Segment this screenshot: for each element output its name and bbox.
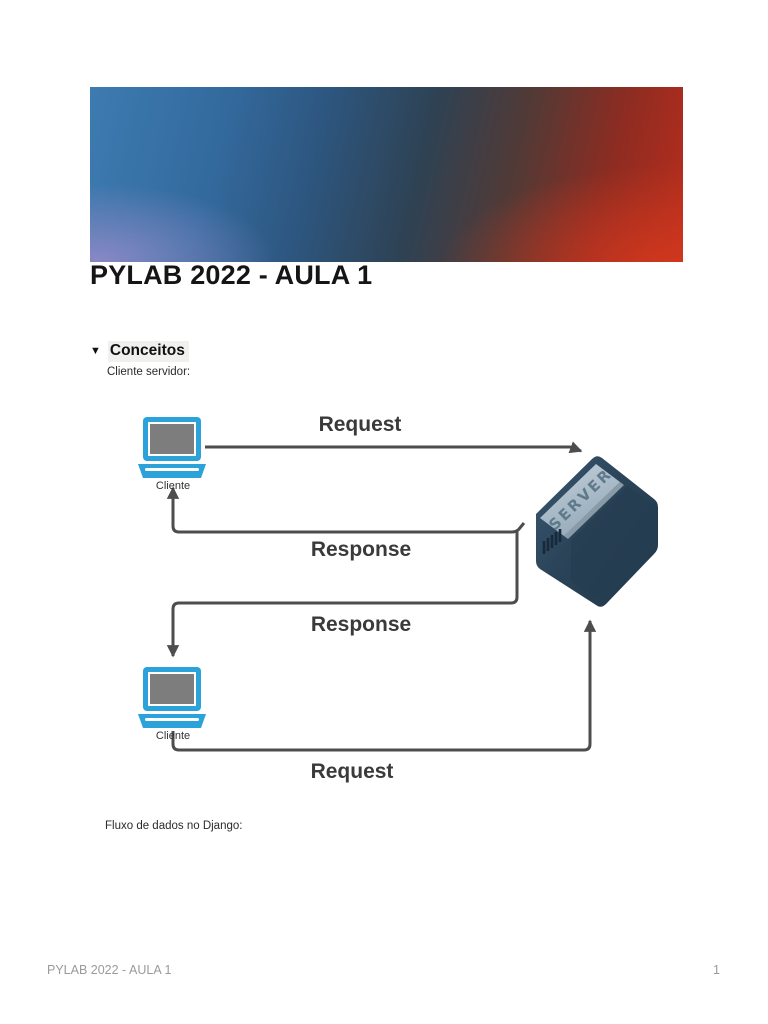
footer-title: PYLAB 2022 - AULA 1 bbox=[47, 963, 172, 977]
client-top-label: Cliente bbox=[155, 480, 191, 492]
gradient-banner-image bbox=[90, 87, 683, 262]
response-lower-label: Response bbox=[310, 613, 412, 636]
page-title: PYLAB 2022 - AULA 1 bbox=[90, 260, 373, 290]
request-top-label: Request bbox=[318, 413, 402, 436]
server-icon: SERVER bbox=[536, 456, 658, 607]
server-vents-icon bbox=[542, 529, 562, 554]
toggle-collapse-icon[interactable]: ▼ bbox=[90, 345, 101, 357]
diagram-connectors bbox=[166, 441, 597, 752]
client-bottom-label: Cliente bbox=[155, 730, 191, 742]
section-toggle[interactable]: ▼ Conceitos bbox=[90, 341, 189, 362]
section-heading[interactable]: Conceitos bbox=[107, 341, 189, 362]
paragraph-fluxo-django: Fluxo de dados no Django: bbox=[105, 820, 243, 832]
paragraph-cliente-servidor: Cliente servidor: bbox=[107, 366, 191, 378]
response-upper-label: Response bbox=[310, 538, 412, 561]
response-lower-arrow bbox=[166, 532, 519, 658]
client-laptop-icon-bottom bbox=[138, 667, 206, 728]
client-laptop-icon-top bbox=[138, 417, 206, 478]
footer-page-number: 1 bbox=[713, 963, 720, 977]
request-bottom-arrow bbox=[171, 619, 597, 752]
request-top-arrow bbox=[205, 441, 583, 454]
response-upper-arrow bbox=[166, 486, 526, 534]
request-bottom-label: Request bbox=[310, 760, 394, 783]
